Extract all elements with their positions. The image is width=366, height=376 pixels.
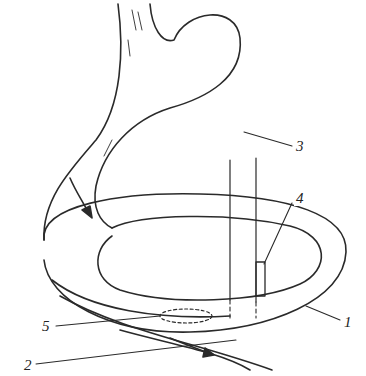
dashed-ellipse <box>160 309 212 323</box>
flow-arrow <box>170 338 206 352</box>
callout-number: 3 <box>294 138 306 154</box>
arrow-head <box>82 206 92 218</box>
arrow-head <box>203 348 214 357</box>
duct-lines <box>230 158 256 302</box>
papilla-structure <box>256 262 265 296</box>
callout-number: 2 <box>22 357 34 373</box>
inner-ring <box>98 216 322 300</box>
leader-line <box>36 132 340 364</box>
callout-number: 1 <box>342 314 354 330</box>
callout-number: 4 <box>294 190 306 206</box>
duct-hidden <box>230 300 256 320</box>
hatching <box>104 10 142 156</box>
callout-number: 5 <box>40 318 52 334</box>
flow-arrow <box>70 178 88 212</box>
outer-ring <box>44 194 346 332</box>
duodenum-tube <box>60 296 272 370</box>
